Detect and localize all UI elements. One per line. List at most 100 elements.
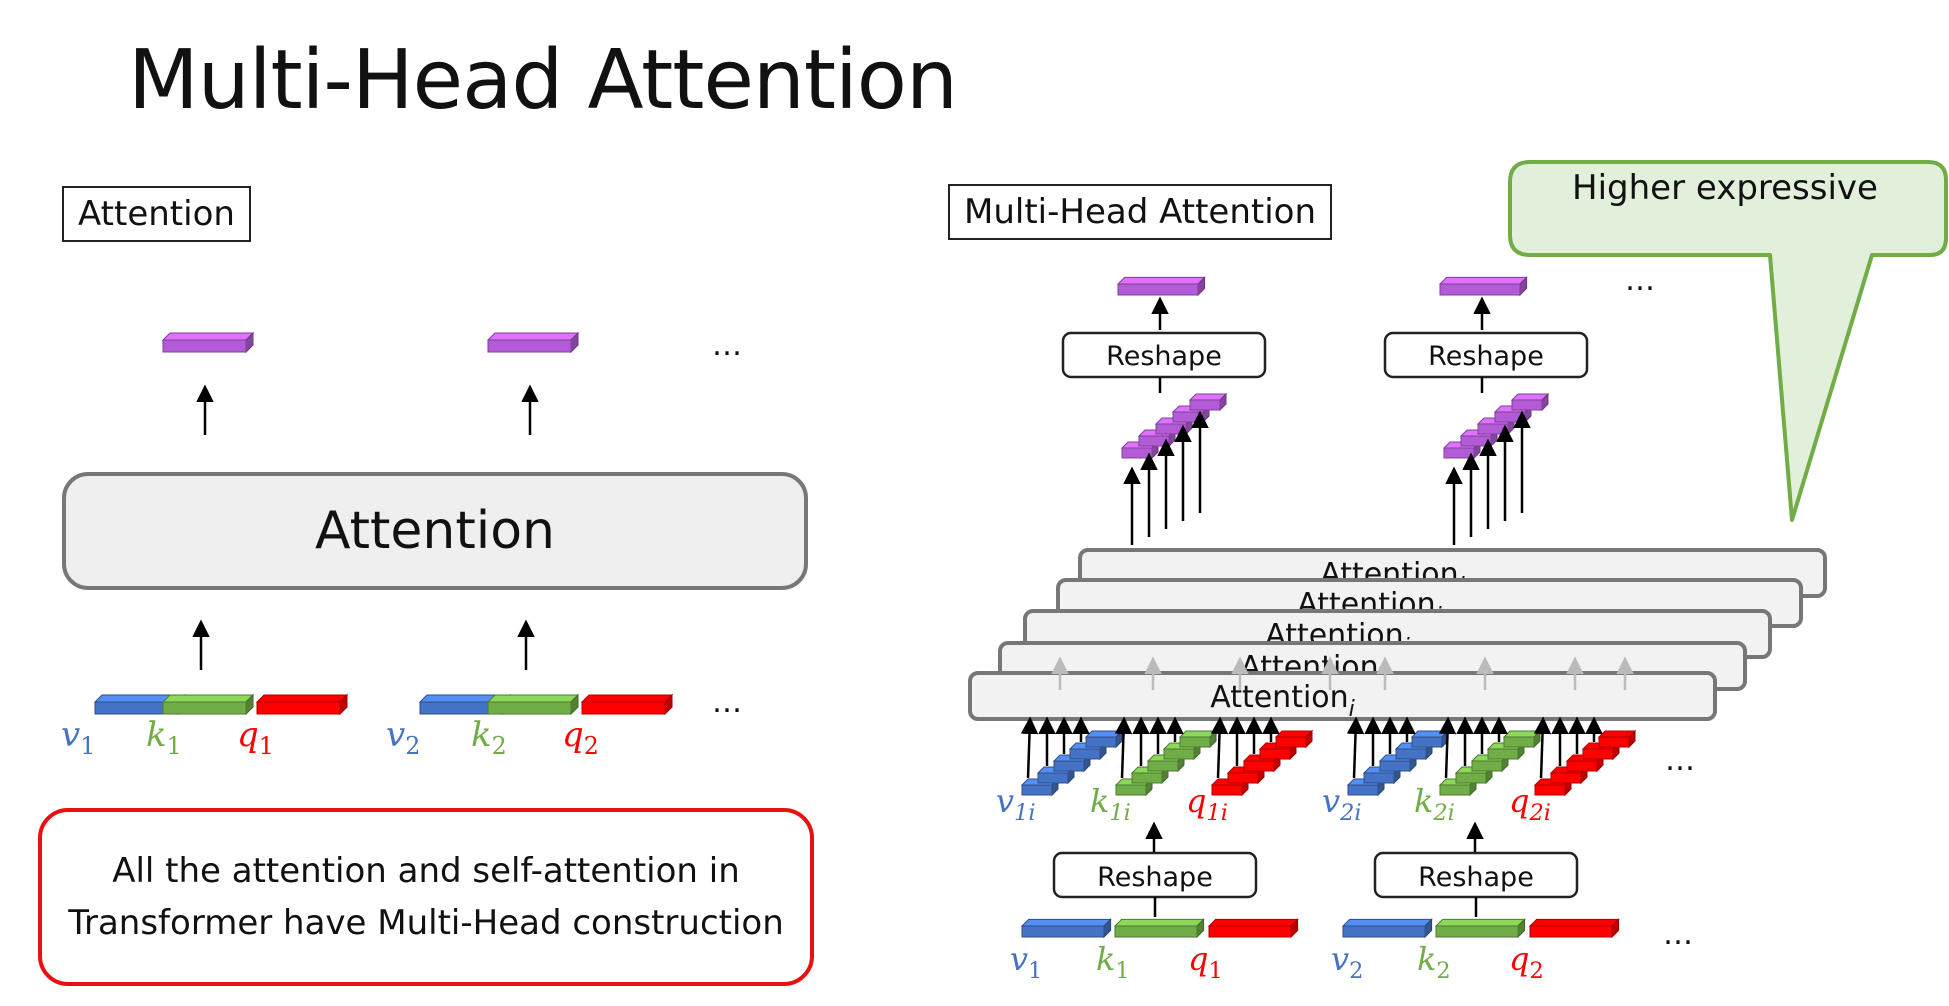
split-v-2-3-front — [1379, 760, 1411, 772]
split-label-q-2: q2i — [1509, 782, 1551, 826]
q-label-1: q1 — [237, 715, 274, 760]
k-label-1: k1 — [146, 715, 182, 760]
mh-head-out-2-4-front — [1494, 411, 1526, 423]
split-q-1-2-front — [1227, 772, 1259, 784]
mh-q-vector-1 — [1207, 918, 1299, 939]
mh-q-label-1: q1 — [1188, 940, 1223, 984]
split-v-2-5-front — [1411, 736, 1443, 748]
split-label-q-1: q1i — [1186, 782, 1228, 826]
mh-head-out-2-3-front — [1477, 423, 1509, 435]
q-vector-1-top — [255, 694, 349, 703]
split-v-2-2-front — [1363, 772, 1395, 784]
q-vector-2-front — [581, 701, 666, 715]
output-vector-2 — [486, 331, 580, 354]
split-k-2-3-front — [1471, 760, 1503, 772]
split-k-1-3-front — [1147, 760, 1179, 772]
k-vector-1-front — [162, 701, 247, 715]
mh-k-vector-1-top — [1113, 918, 1205, 927]
mh-v-label-1: v1 — [1010, 940, 1042, 984]
split-q-2-3-front — [1566, 760, 1598, 772]
mh-head-out-1-5-front — [1189, 399, 1221, 411]
split-ellipsis: … — [1665, 743, 1695, 778]
v-label-2: v2 — [386, 715, 420, 760]
split-v-2-5 — [1410, 729, 1450, 749]
split-k-2-1-front — [1439, 784, 1471, 796]
k-vector-2-top — [486, 694, 580, 703]
callout-text: Higher expressive — [1572, 168, 1878, 208]
split-q-1-5 — [1274, 729, 1314, 749]
split-q-2-1-front — [1534, 784, 1566, 796]
q-vector-2-top — [580, 694, 674, 703]
split-label-k-2: k2i — [1414, 782, 1455, 826]
split-v-1-2-front — [1037, 772, 1069, 784]
k-label-2: k2 — [471, 715, 507, 760]
mh-head-out-2-2-front — [1460, 435, 1492, 447]
top-reshape-label-2: Reshape — [1428, 341, 1544, 372]
mh-k-vector-2 — [1434, 918, 1526, 939]
attention-block: Attention — [62, 472, 808, 590]
split-k-1-5-front — [1179, 736, 1211, 748]
mh-k-vector-2-top — [1434, 918, 1526, 927]
mh-output-vector-1-top — [1116, 276, 1206, 285]
note-line-2: Transformer have Multi-Head construction — [68, 903, 784, 943]
callout-outline — [1508, 160, 1948, 522]
mh-v-label-2: v2 — [1331, 940, 1363, 984]
mh-output-vector-2 — [1438, 276, 1528, 297]
q-label-2: q2 — [562, 715, 599, 760]
split-q-2-2-front — [1550, 772, 1582, 784]
split-label-v-1: v1i — [996, 782, 1036, 826]
k-vector-1-top — [161, 694, 255, 703]
mh-v-vector-1-front — [1021, 925, 1105, 938]
split-v-1-5 — [1084, 729, 1124, 749]
k-vector-1 — [161, 693, 255, 716]
output-vector-1-top — [161, 332, 255, 341]
split-q-2-4-front — [1582, 748, 1614, 760]
note-line-1: All the attention and self-attention in — [112, 851, 740, 891]
output-vector-2-front — [487, 339, 572, 353]
split-arrow-v-1-1 — [1020, 716, 1039, 779]
mh-q-vector-1-top — [1207, 918, 1299, 927]
split-k-2-5 — [1502, 729, 1542, 749]
k-vector-2 — [486, 693, 580, 716]
split-label-k-1: k1i — [1090, 782, 1131, 826]
attention-head-label-5: Attentioni — [1210, 680, 1355, 722]
split-arrow-q-1-1 — [1210, 716, 1229, 779]
q-vector-1 — [255, 693, 349, 716]
mh-k-vector-2-front — [1435, 925, 1519, 938]
split-q-1-1-front — [1211, 784, 1243, 796]
note-box: All the attention and self-attention in … — [38, 808, 814, 986]
split-k-1-4-front — [1163, 748, 1195, 760]
split-v-1-5-front — [1085, 736, 1117, 748]
mh-v-vector-1-top — [1020, 918, 1112, 927]
split-arrow-k-2-1 — [1438, 716, 1457, 779]
mh-head-out-1-5 — [1188, 392, 1228, 412]
attention-panel-label: Attention — [62, 186, 251, 242]
mh-output-vector-1-front — [1117, 283, 1199, 296]
output-vector-1 — [161, 331, 255, 354]
output-vector-2-top — [486, 332, 580, 341]
mh-output-vector-2-front — [1439, 283, 1521, 296]
mh-head-out-2-5 — [1510, 392, 1550, 412]
mh-output-ellipsis: … — [1625, 263, 1655, 298]
split-q-2-5 — [1597, 729, 1637, 749]
multi-head-panel-label: Multi-Head Attention — [948, 184, 1333, 240]
mh-head-out-1-4-front — [1172, 411, 1204, 423]
top-reshape-box-2 — [1383, 331, 1589, 379]
split-k-2-5-front — [1503, 736, 1535, 748]
split-arrow-v-2-1 — [1346, 716, 1365, 779]
split-q-2-5-front — [1598, 736, 1630, 748]
bottom-reshape-label-2: Reshape — [1418, 862, 1534, 893]
split-k-2-2-front — [1455, 772, 1487, 784]
mh-q-vector-1-front — [1208, 925, 1292, 938]
split-arrow-k-1-1 — [1114, 716, 1133, 779]
attention-head-box-5 — [968, 671, 1717, 721]
left-output-ellipsis: … — [712, 328, 742, 363]
split-v-1-1-front — [1021, 784, 1053, 796]
mh-q-vector-2-front — [1529, 925, 1613, 938]
split-k-1-2-front — [1131, 772, 1163, 784]
mh-v-vector-2-top — [1341, 918, 1433, 927]
q-vector-1-front — [256, 701, 341, 715]
mh-q-vector-2 — [1528, 918, 1620, 939]
mh-head-out-1-2-front — [1138, 435, 1170, 447]
mh-head-out-1-1-front — [1121, 447, 1153, 459]
